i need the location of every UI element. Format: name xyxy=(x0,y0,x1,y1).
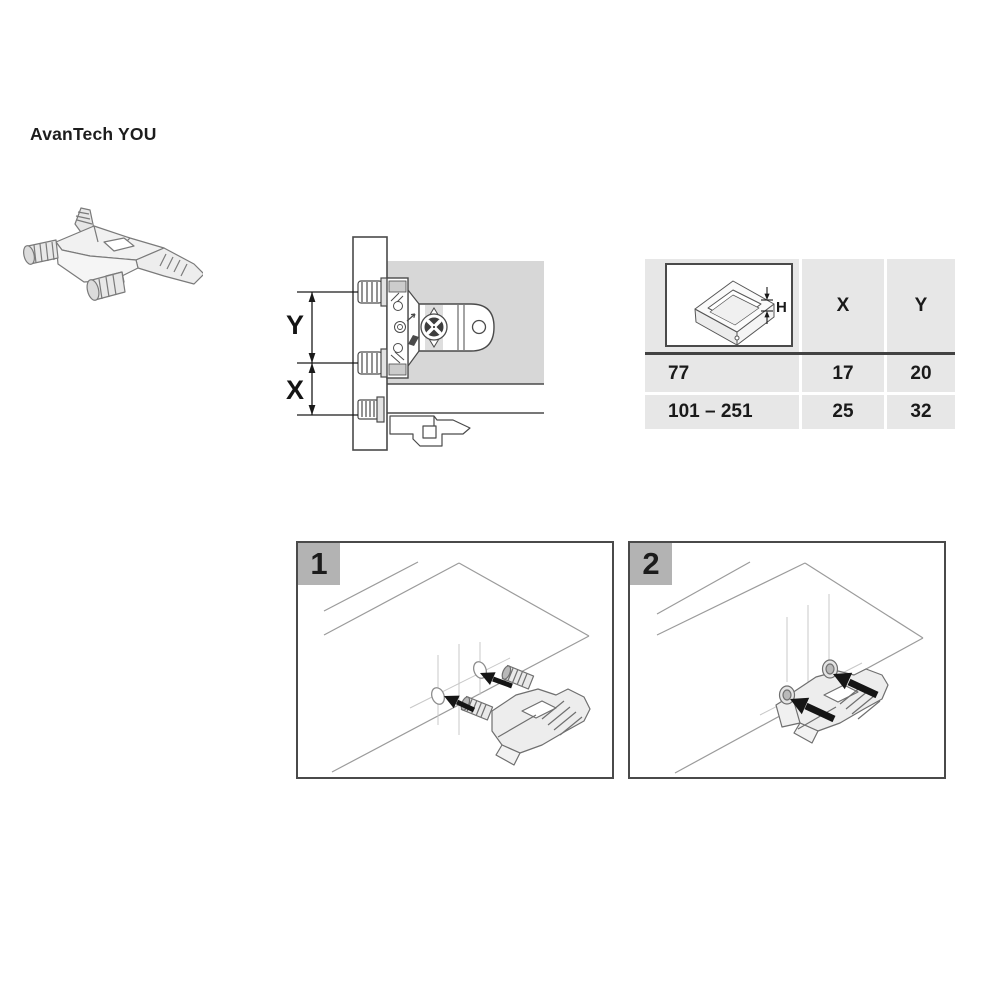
row1-y: 20 xyxy=(887,355,955,392)
spec-table: H X Y 77 17 20 101 – 251 25 32 xyxy=(645,259,955,429)
step-number-badge: 2 xyxy=(630,543,672,585)
table-col-header-x: X xyxy=(802,259,884,352)
step-2-panel: 2 xyxy=(628,541,946,779)
page-title: AvanTech YOU xyxy=(30,124,157,144)
step-number-badge: 1 xyxy=(298,543,340,585)
step-1-illustration xyxy=(323,561,591,773)
row2-y: 32 xyxy=(887,395,955,429)
connector-front-view xyxy=(386,277,495,379)
front-connector-isometric-figure xyxy=(23,207,203,301)
press-arrows xyxy=(790,672,879,723)
row2-height: 101 – 251 xyxy=(645,395,799,429)
table-header-row: H X Y xyxy=(645,259,955,352)
dimension-lines xyxy=(297,291,358,416)
insert-arrows xyxy=(444,672,513,713)
table-header-drawing-cell: H xyxy=(645,259,799,352)
row1-x: 17 xyxy=(802,355,884,392)
drawer-height-figure: H xyxy=(665,263,793,347)
bottom-latch xyxy=(389,415,471,447)
dim-label-y: Y xyxy=(286,310,304,340)
row1-height: 77 xyxy=(645,355,799,392)
dim-label-x: X xyxy=(286,375,304,405)
dowels xyxy=(357,277,390,423)
table-row: 101 – 251 25 32 xyxy=(645,395,955,429)
connector-part xyxy=(460,664,591,766)
connector-part-mounted xyxy=(775,659,889,744)
row2-x: 25 xyxy=(802,395,884,429)
table-header-divider xyxy=(645,352,955,355)
drill-hole xyxy=(431,687,445,705)
drawer-height-label: H xyxy=(776,299,787,316)
table-row: 77 17 20 xyxy=(645,355,955,392)
step-2-illustration xyxy=(656,561,924,774)
step-1-panel: 1 xyxy=(296,541,614,779)
table-col-header-y: Y xyxy=(887,259,955,352)
mounting-dimension-figure: Y X xyxy=(286,236,544,451)
